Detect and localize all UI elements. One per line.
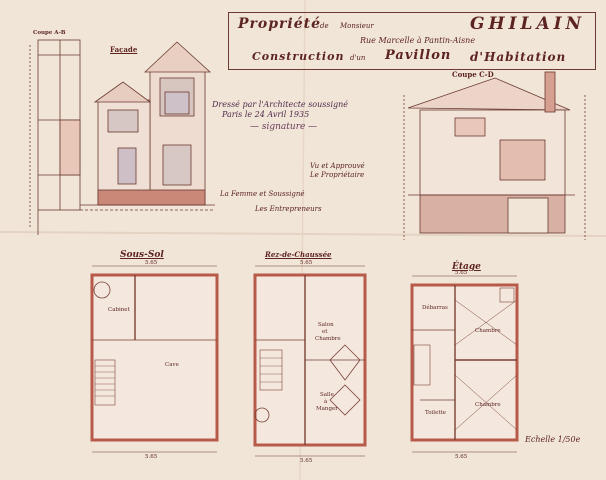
room-debarras: Débarras: [422, 305, 448, 311]
title-construction: Construction: [252, 50, 345, 63]
title-pavillon: Pavillon: [385, 48, 452, 63]
annotation-femme: La Femme et Soussigné: [220, 190, 305, 198]
room-et: et: [322, 329, 328, 335]
room-cabinet: Cabinet: [108, 307, 130, 313]
title-habitation: d'Habitation: [470, 50, 567, 64]
room-chambre-1: Chambre: [475, 328, 501, 334]
room-cave: Cave: [165, 362, 179, 368]
room-chambre-rc: Chambre: [315, 336, 341, 342]
title-address: Rue Marcelle à Pantin-Aisne: [360, 36, 476, 45]
room-salon: Salon: [318, 322, 334, 328]
room-salle-a: à: [324, 399, 328, 405]
title-dun: d'un: [350, 54, 366, 62]
label-facade: Façade: [110, 45, 138, 54]
dimension-lines: [92, 265, 517, 457]
title-monsieur: Monsieur: [340, 22, 374, 30]
room-manger: Manger: [316, 406, 338, 412]
dim-sous-sol-top: 5.65: [145, 260, 158, 266]
title-de: de: [320, 22, 329, 30]
coupe-cd-drawing: [403, 71, 586, 240]
dim-etage-bottom: 5.65: [455, 454, 468, 460]
label-coupe-cd: Coupe C-D: [452, 70, 494, 79]
title-block: [228, 12, 596, 70]
dim-rez-bottom: 5.65: [300, 458, 313, 464]
dim-rez-top: 5.65: [300, 260, 313, 266]
dim-sous-sol-bottom: 5.65: [145, 454, 158, 460]
facade-drawing: [80, 41, 215, 211]
annotation-dresse: Dressé par l'Architecte soussigné: [212, 100, 349, 109]
title-owner: GHILAIN: [470, 14, 586, 34]
room-toilette: Toilette: [425, 410, 447, 416]
annotation-entrepreneurs: Les Entrepreneurs: [255, 205, 322, 213]
label-etage: Étage: [452, 262, 481, 272]
label-sous-sol: Sous-Sol: [120, 250, 164, 260]
room-chambre-2: Chambre: [475, 402, 501, 408]
title-propriete: Propriété: [238, 16, 322, 32]
dim-etage-top: 5.65: [455, 270, 468, 276]
annotation-date: Paris le 24 Avril 1935: [222, 110, 310, 119]
label-coupe-ab: Coupe A-B: [33, 30, 66, 36]
room-salle: Salle: [320, 392, 334, 398]
label-rez: Rez-de-Chaussée: [265, 250, 332, 259]
sous-sol-plan: [90, 273, 219, 442]
annotation-vu: Vu et Approuvé: [310, 162, 365, 170]
coupe-ab-drawing: [29, 39, 81, 235]
architect-signature: — signature —: [250, 122, 318, 132]
rez-de-chaussee-plan: [253, 273, 367, 447]
label-echelle: Echelle 1/50e: [525, 435, 581, 444]
annotation-proprietaire: Le Propriétaire: [310, 171, 365, 179]
etage-plan: [410, 283, 519, 442]
